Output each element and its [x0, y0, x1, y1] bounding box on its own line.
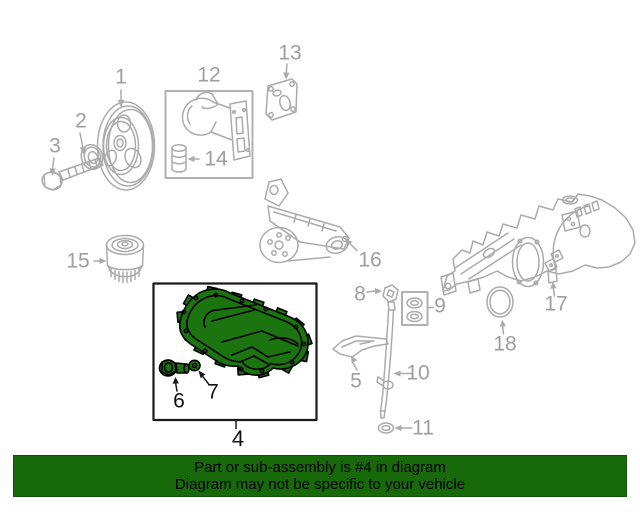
oil-pump-drawing: [259, 178, 350, 264]
drain-plug-drawing: [158, 359, 190, 377]
part-label-4: 4: [231, 426, 245, 451]
manifold-gasket-drawing: [486, 286, 514, 318]
oil-filter-drawing: [105, 234, 145, 284]
arrow-right-icon-8: [366, 290, 377, 293]
part-label-11: 11: [412, 416, 434, 440]
part-label-7: 7: [207, 380, 219, 404]
arrow-up-left-icon-16: [349, 243, 358, 252]
drain-plug-gasket-drawing: [188, 359, 201, 372]
part-label-13: 13: [278, 41, 302, 65]
part-label-14: 14: [204, 147, 228, 171]
crankshaft-pulley-drawing: [96, 101, 156, 191]
arrow-down-icon-13: [285, 63, 288, 74]
arrow-up-icon-6: [175, 383, 178, 392]
part-9-box: [401, 291, 429, 326]
part-label-6: 6: [173, 389, 185, 413]
part-label-10: 10: [406, 361, 430, 385]
part-label-1: 1: [115, 65, 127, 89]
part-12-box: [164, 90, 254, 179]
oring-kit-drawing: [406, 297, 423, 323]
part-label-5: 5: [350, 369, 362, 393]
oil-pan-drawing: [176, 285, 313, 379]
banner-line-2: Diagram may not be specific to your vehi…: [174, 476, 466, 493]
dipstick-tube-drawing: [376, 309, 395, 419]
relief-valve-drawing: [171, 144, 187, 173]
oil-filter-adapter-drawing: [181, 91, 251, 161]
highlight-banner: Part or sub-assembly is #4 in diagram Di…: [13, 455, 627, 497]
part-label-15: 15: [66, 249, 90, 273]
arrow-down-icon-3: [51, 157, 55, 170]
cover-gasket-drawing: [265, 78, 298, 121]
intake-manifold-drawing: [440, 193, 636, 296]
part-label-17: 17: [544, 292, 568, 316]
arrow-up-icon-18: [502, 326, 505, 335]
banner-line-1: Part or sub-assembly is #4 in diagram: [194, 459, 446, 476]
part-label-8: 8: [354, 282, 366, 306]
pulley-washer-drawing: [80, 143, 104, 171]
part-label-2: 2: [75, 109, 87, 133]
arrow-up-icon-17: [552, 288, 556, 297]
part-label-12: 12: [197, 63, 221, 87]
arrow-down-icon-2: [79, 132, 84, 149]
dipstick-oring-drawing: [377, 422, 395, 434]
dipstick-bracket-drawing: [332, 335, 389, 358]
part-label-16: 16: [358, 248, 382, 272]
dipstick-handle-drawing: [382, 284, 399, 311]
arrow-up-icon-5: [351, 361, 358, 371]
part-label-3: 3: [49, 134, 61, 158]
part-label-18: 18: [493, 332, 517, 356]
arrow-up-left-icon-7: [202, 376, 210, 386]
part-label-9: 9: [434, 294, 446, 318]
